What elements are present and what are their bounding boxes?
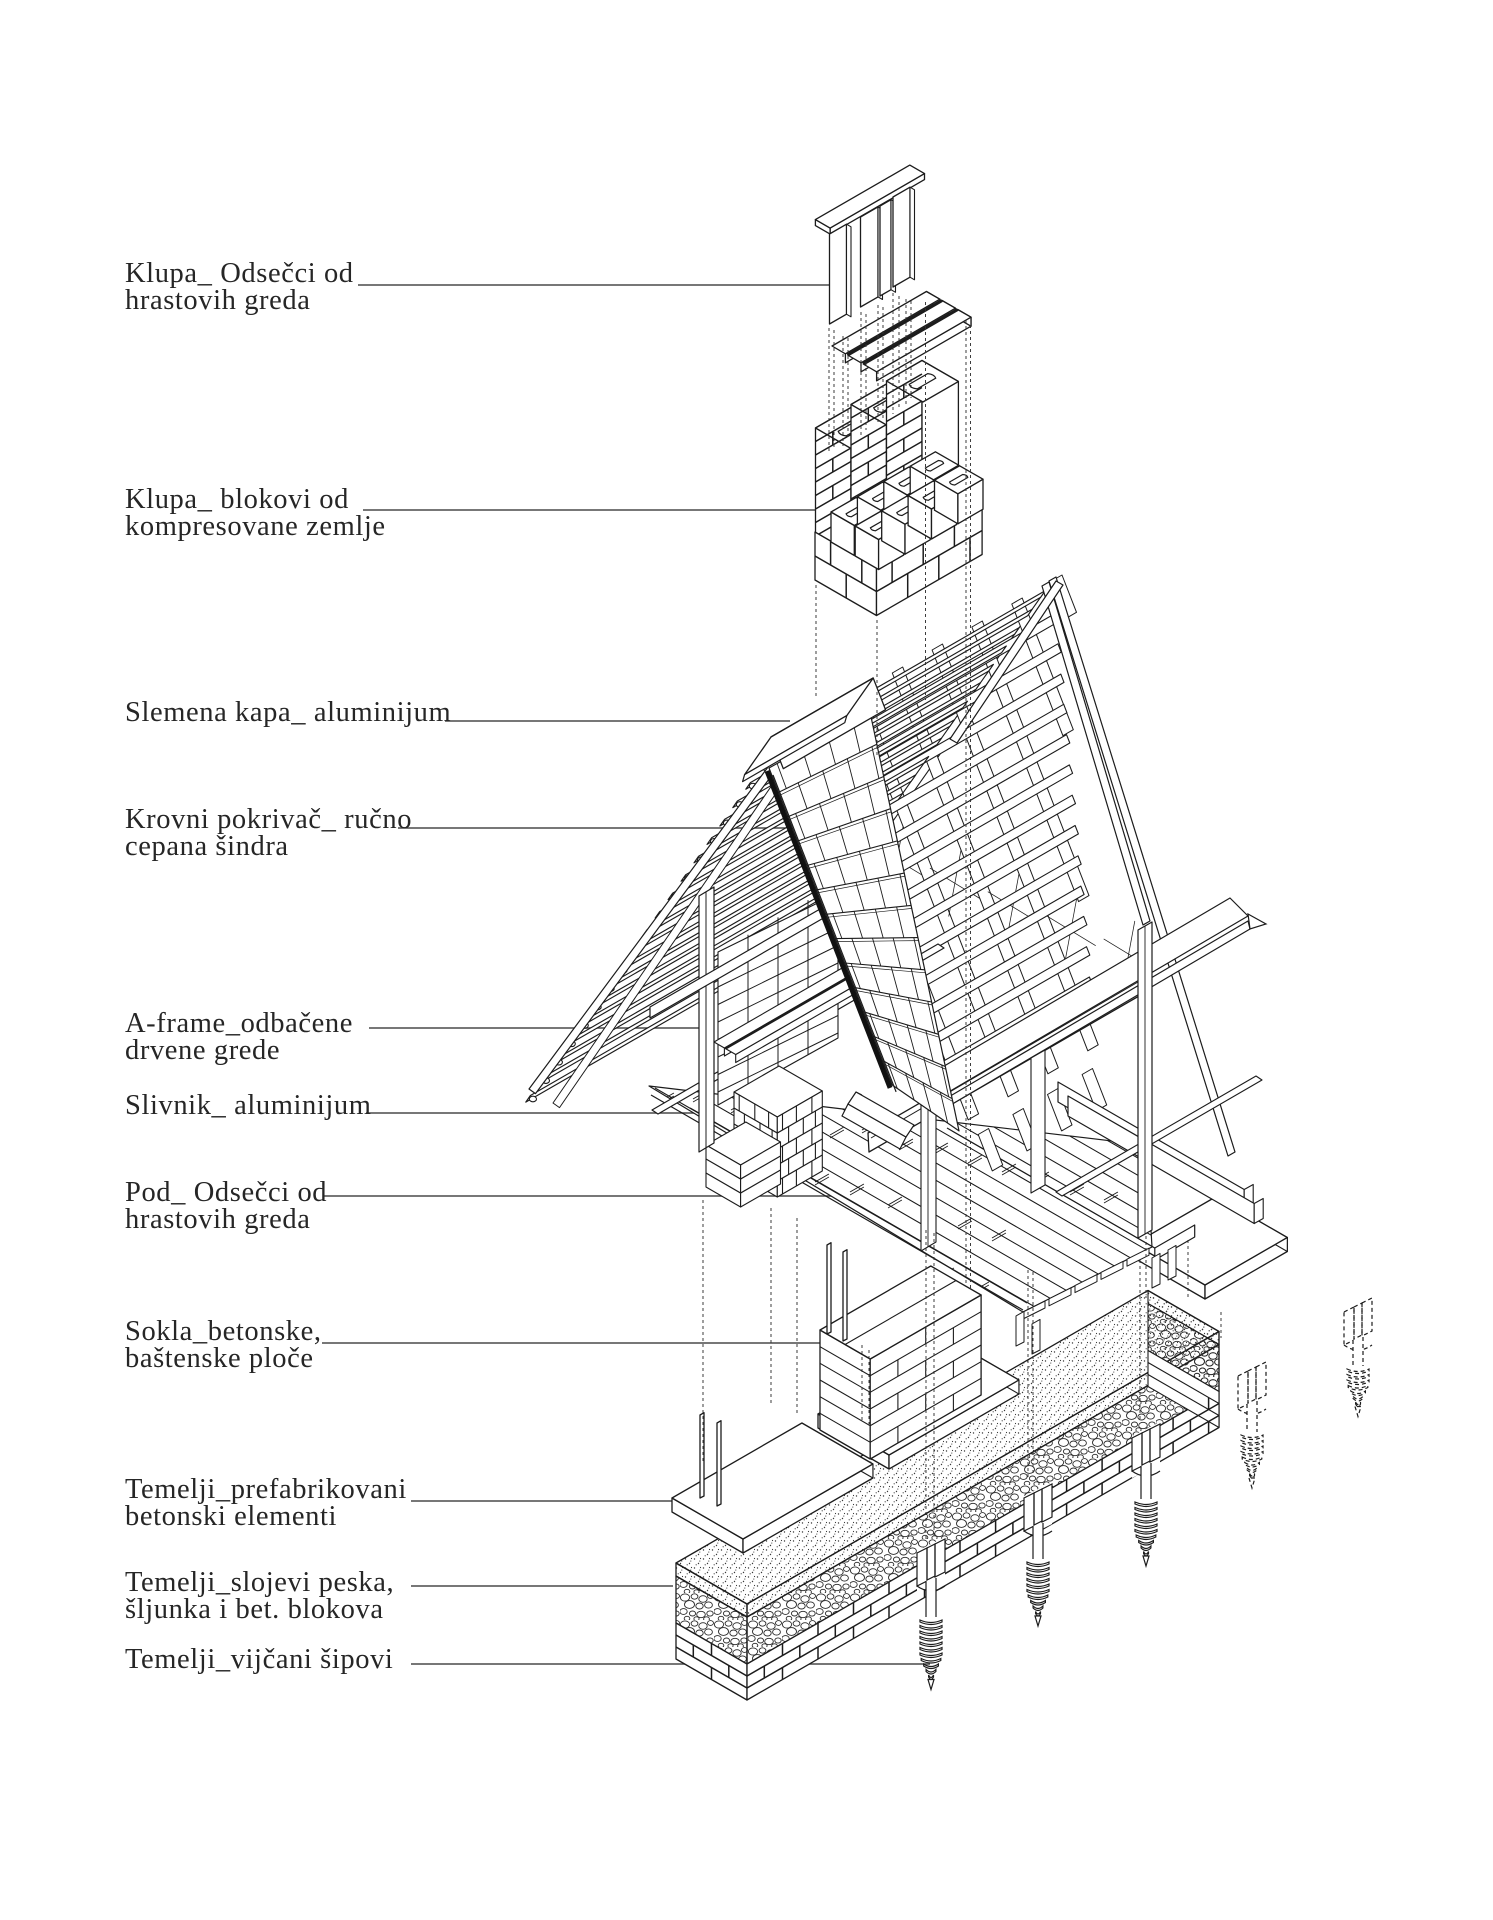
svg-text:Sokla_betonske,: Sokla_betonske, xyxy=(125,1316,322,1347)
svg-text:betonski elementi: betonski elementi xyxy=(125,1501,337,1532)
svg-text:Klupa_ blokovi od: Klupa_ blokovi od xyxy=(125,484,349,515)
svg-text:baštenske ploče: baštenske ploče xyxy=(125,1343,314,1374)
svg-text:hrastovih greda: hrastovih greda xyxy=(125,1204,310,1235)
svg-text:A-frame_odbačene: A-frame_odbačene xyxy=(125,1008,353,1039)
svg-text:Slivnik_ aluminijum: Slivnik_ aluminijum xyxy=(125,1090,372,1121)
svg-text:Temelji_prefabrikovani: Temelji_prefabrikovani xyxy=(125,1474,407,1505)
svg-text:Krovni pokrivač_ ručno: Krovni pokrivač_ ručno xyxy=(125,804,412,835)
svg-text:Klupa_ Odsečci od: Klupa_ Odsečci od xyxy=(125,258,354,289)
svg-text:Slemena kapa_ aluminijum: Slemena kapa_ aluminijum xyxy=(125,697,451,728)
svg-text:Temelji_slojevi peska,: Temelji_slojevi peska, xyxy=(125,1567,394,1598)
svg-text:šljunka i bet. blokova: šljunka i bet. blokova xyxy=(125,1594,384,1625)
svg-text:Temelji_vijčani šipovi: Temelji_vijčani šipovi xyxy=(125,1644,393,1675)
svg-text:kompresovane zemlje: kompresovane zemlje xyxy=(125,511,386,542)
svg-text:drvene grede: drvene grede xyxy=(125,1035,280,1066)
svg-text:cepana šindra: cepana šindra xyxy=(125,831,289,862)
svg-text:Pod_ Odsečci od: Pod_ Odsečci od xyxy=(125,1177,327,1208)
svg-text:hrastovih greda: hrastovih greda xyxy=(125,285,310,316)
